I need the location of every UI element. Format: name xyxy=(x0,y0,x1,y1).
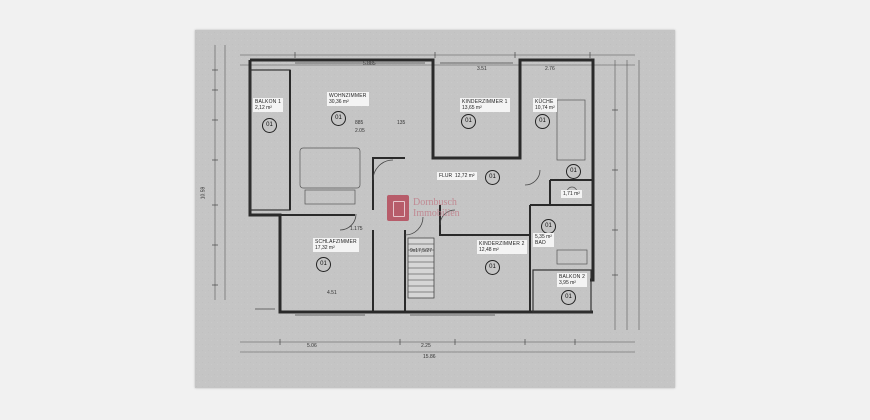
watermark-line1: Dornbusch xyxy=(413,197,457,208)
watermark-line2: Immobilien xyxy=(413,208,460,219)
dimension-label: 9x17,5/27 xyxy=(410,248,432,254)
room-number-badge: 01 xyxy=(561,290,576,305)
room-area: 17,32 m² xyxy=(315,245,335,251)
dimension-label: 15.86 xyxy=(423,354,436,360)
watermark-text: Dornbusch Immobilien xyxy=(413,197,460,219)
room-label-schlafzimmer: SCHLAFZIMMER 17,32 m² xyxy=(313,238,359,252)
room-label-bad: 5,35 m² BAD xyxy=(533,233,554,247)
room-number-badge: 01 xyxy=(461,114,476,129)
room-area: 10,74 m² xyxy=(535,105,555,111)
room-name: WOHNZIMMER xyxy=(329,93,367,99)
room-label-wohnzimmer: WOHNZIMMER 30,36 m² xyxy=(327,92,369,106)
dimension-label: 5.885 xyxy=(363,61,376,67)
room-label-kinderzimmer2: KINDERZIMMER 2 12,48 m² xyxy=(477,240,527,254)
floor-plan-sheet: BALKON 1 2,12 m² 01 WOHNZIMMER 30,36 m² … xyxy=(195,30,675,388)
room-label-flur: FLUR 12,72 m² xyxy=(437,172,477,180)
room-number-badge: 01 xyxy=(485,170,500,185)
room-area: 5,35 m² xyxy=(535,234,552,240)
room-label-kinderzimmer1: KINDERZIMMER 1 13,65 m² xyxy=(460,98,510,112)
room-name: SCHLAFZIMMER xyxy=(315,239,357,245)
room-area: 30,36 m² xyxy=(329,99,349,105)
room-area: 3,95 m² xyxy=(559,280,576,286)
room-area: 1,71 m² xyxy=(563,191,580,197)
room-label-wc: 1,71 m² xyxy=(561,190,582,198)
dimension-label: 2.05 xyxy=(355,128,365,134)
dimension-label: 1.175 xyxy=(350,226,363,232)
dimension-label: 4.51 xyxy=(327,290,337,296)
room-name: BAD xyxy=(535,240,546,246)
room-label-balkon2: BALKON 2 3,95 m² xyxy=(557,273,588,287)
room-name: FLUR xyxy=(439,173,453,179)
room-number-badge: 01 xyxy=(316,257,331,272)
room-label-balkon1: BALKON 1 2,12 m² xyxy=(253,98,284,112)
dimension-label: 10.59 xyxy=(200,186,207,200)
room-name: KINDERZIMMER 2 xyxy=(479,241,525,247)
room-number-badge: 01 xyxy=(262,118,277,133)
watermark-logo-icon xyxy=(387,195,409,221)
dimension-label: 2.76 xyxy=(545,66,555,72)
room-area: 12,48 m² xyxy=(479,247,499,253)
room-number-badge: 01 xyxy=(566,164,581,179)
room-number-badge: 01 xyxy=(485,260,500,275)
room-name: BALKON 1 xyxy=(255,99,282,105)
room-area: 13,65 m² xyxy=(462,105,482,111)
room-name: KINDERZIMMER 1 xyxy=(462,99,508,105)
floor-plan-drawing xyxy=(195,30,675,388)
room-area: 2,12 m² xyxy=(255,105,272,111)
room-number-badge: 01 xyxy=(535,114,550,129)
room-label-kueche: KÜCHE 10,74 m² xyxy=(533,98,557,112)
room-number-badge: 01 xyxy=(541,219,556,234)
room-number-badge: 01 xyxy=(331,111,346,126)
room-area: 12,72 m² xyxy=(454,173,475,179)
dimension-label: 3.51 xyxy=(477,66,487,72)
room-name: BALKON 2 xyxy=(559,274,586,280)
dimension-label: 2.25 xyxy=(421,343,431,349)
dimension-label: 5.06 xyxy=(307,343,317,349)
watermark: Dornbusch Immobilien xyxy=(387,195,460,221)
dimension-label: 135 xyxy=(397,120,406,126)
dimension-label: 885 xyxy=(355,120,364,126)
room-name: KÜCHE xyxy=(535,99,554,105)
